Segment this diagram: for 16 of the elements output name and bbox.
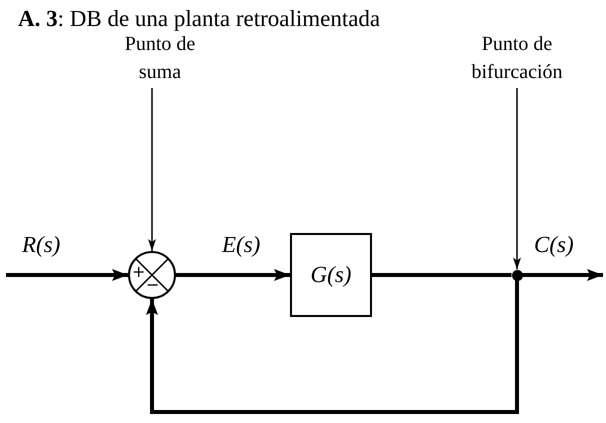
summing-junction <box>128 251 176 299</box>
branch-point <box>512 270 522 280</box>
signal-line <box>372 273 512 277</box>
signal-arrow <box>522 269 603 281</box>
pointer-arrow <box>513 88 521 270</box>
annotation-text: Punto de bifurcación <box>450 30 584 88</box>
block-label: G(s) <box>310 262 352 288</box>
signal-arrow <box>146 280 519 414</box>
transfer-function-block <box>290 233 372 317</box>
signal-arrow <box>6 269 128 281</box>
annotation-text: Punto de suma <box>112 30 208 88</box>
sign-symbol: − <box>146 276 160 294</box>
diagram-title: A. 3: DB de una planta retroalimentada <box>18 6 380 32</box>
sign-symbol: + <box>132 263 146 281</box>
signal-arrow <box>176 269 290 281</box>
pointer-arrow <box>148 88 156 251</box>
